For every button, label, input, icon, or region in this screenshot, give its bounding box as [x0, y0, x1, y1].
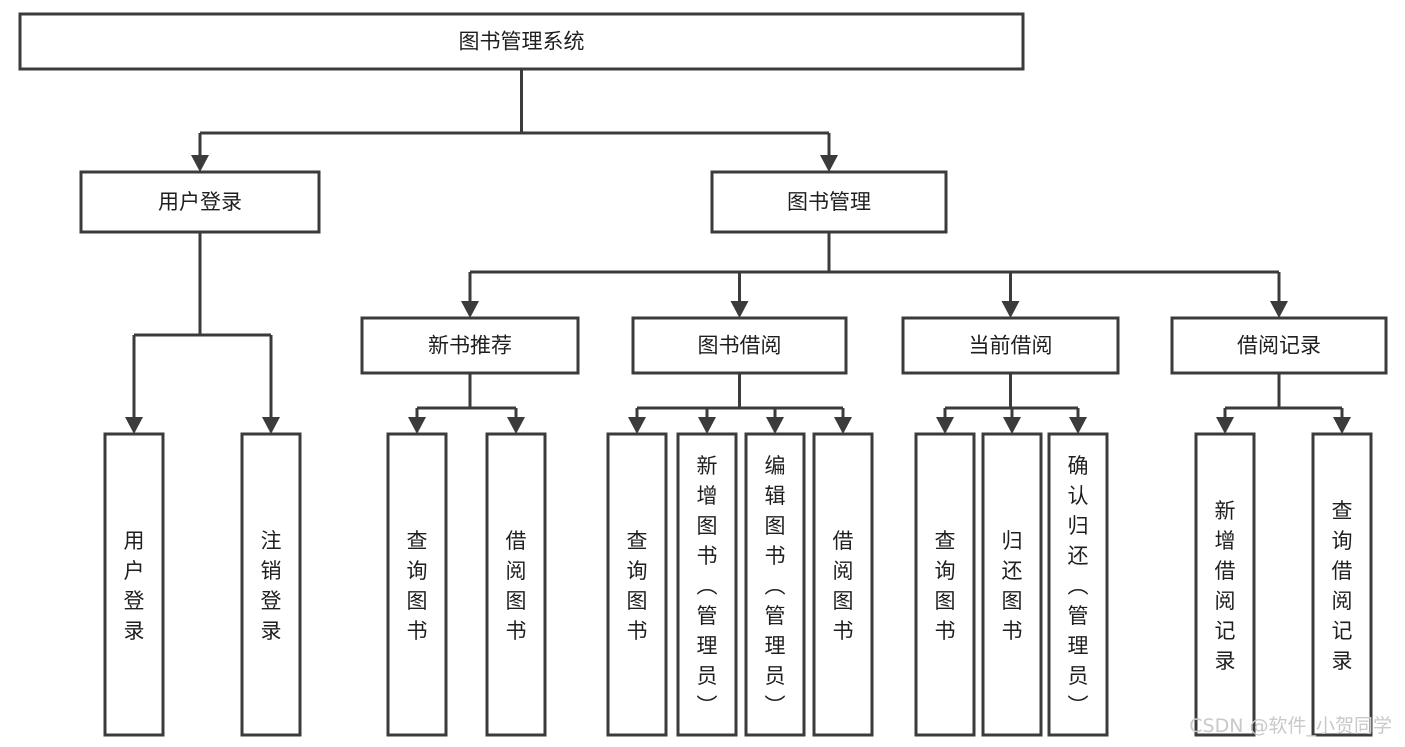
leaf-node-0-用户登录[interactable]: 用户登录 [103, 432, 165, 737]
leaf-node-4-查询图书-label: 查询图书 [627, 529, 648, 643]
leaf-node-3-借阅图书[interactable]: 借阅图书 [485, 432, 547, 737]
leaf-node-7-借阅图书-box[interactable] [812, 432, 874, 737]
level2-node-图书借阅-label: 图书借阅 [698, 334, 782, 358]
leaf-node-5-新增图书管理员-box[interactable] [676, 432, 738, 737]
level2-node-新书推荐-label: 新书推荐 [428, 334, 512, 358]
leaf-node-3-借阅图书-box[interactable] [485, 432, 547, 737]
root-node-图书管理系统[interactable]: 图书管理系统 [18, 12, 1025, 71]
leaf-node-12-查询借阅记录[interactable]: 查询借阅记录 [1311, 432, 1373, 737]
leaf-node-2-查询图书-box[interactable] [386, 432, 448, 737]
level1-node-用户登录-box[interactable] [79, 170, 321, 234]
leaf-node-10-确认归还管理员-box[interactable] [1047, 432, 1109, 737]
arrow-图书借阅-查询图书 [628, 417, 646, 434]
leaf-node-1-注销登录[interactable]: 注销登录 [240, 432, 302, 737]
leaf-node-8-查询图书-label: 查询图书 [935, 529, 956, 643]
arrow-userlogin-用户登录 [125, 417, 143, 434]
root-node-图书管理系统-box[interactable] [18, 12, 1025, 71]
connectors-layer [125, 69, 1351, 434]
arrow-userlogin-注销登录 [262, 417, 280, 434]
leaf-node-5-新增图书管理员[interactable]: 新增图书︵管理员︶ [676, 432, 738, 737]
leaf-node-10-确认归还管理员[interactable]: 确认归还︵管理员︶ [1047, 432, 1109, 737]
boxes-layer: 图书管理系统用户登录图书管理新书推荐图书借阅当前借阅借阅记录用户登录注销登录查询… [18, 12, 1388, 737]
level1-node-图书管理[interactable]: 图书管理 [710, 170, 948, 234]
arrow-图书借阅-新增图书管理员 [698, 417, 716, 434]
arrow-bookmgmt-当前借阅 [1001, 301, 1020, 318]
level1-node-图书管理-label: 图书管理 [787, 190, 871, 214]
arrow-图书借阅-借阅图书 [834, 417, 852, 434]
leaf-node-4-查询图书[interactable]: 查询图书 [606, 432, 668, 737]
arrow-bookmgmt-图书借阅 [730, 301, 749, 318]
leaf-node-10-确认归还管理员-label: 确认归还︵管理员︶ [1068, 454, 1089, 718]
level2-node-图书借阅[interactable]: 图书借阅 [631, 316, 848, 375]
csdn-watermark: CSDN @软件_小贺同学 [1189, 715, 1392, 737]
arrow-bookmgmt-借阅记录 [1270, 301, 1288, 318]
leaf-node-9-归还图书-box[interactable] [981, 432, 1043, 737]
arrow-当前借阅-查询图书 [936, 417, 954, 434]
leaf-node-0-用户登录-label: 用户登录 [124, 529, 145, 643]
leaf-node-8-查询图书-box[interactable] [914, 432, 976, 737]
leaf-node-2-查询图书-label: 查询图书 [407, 529, 428, 643]
leaf-node-11-新增借阅记录-label: 新增借阅记录 [1215, 499, 1236, 673]
arrow-bookmgmt-新书推荐 [461, 301, 479, 318]
leaf-node-6-编辑图书管理员-label: 编辑图书︵管理员︶ [765, 454, 786, 718]
level2-node-借阅记录-box[interactable] [1170, 316, 1388, 375]
level2-node-借阅记录[interactable]: 借阅记录 [1170, 316, 1388, 375]
arrow-借阅记录-查询借阅记录 [1333, 417, 1351, 434]
level1-node-用户登录[interactable]: 用户登录 [79, 170, 321, 234]
leaf-node-2-查询图书[interactable]: 查询图书 [386, 432, 448, 737]
arrow-图书借阅-编辑图书管理员 [766, 417, 784, 434]
root-node-图书管理系统-label: 图书管理系统 [459, 30, 585, 54]
leaf-node-7-借阅图书-label: 借阅图书 [833, 529, 854, 643]
level1-node-用户登录-label: 用户登录 [158, 190, 242, 214]
leaf-node-3-借阅图书-label: 借阅图书 [506, 529, 527, 643]
arrow-当前借阅-归还图书 [1003, 417, 1021, 434]
level2-node-新书推荐[interactable]: 新书推荐 [360, 316, 580, 375]
leaf-node-12-查询借阅记录-label: 查询借阅记录 [1332, 499, 1353, 673]
leaf-node-12-查询借阅记录-box[interactable] [1311, 432, 1373, 737]
leaf-node-1-注销登录-box[interactable] [240, 432, 302, 737]
leaf-node-11-新增借阅记录[interactable]: 新增借阅记录 [1194, 432, 1256, 737]
arrow-新书推荐-借阅图书 [507, 417, 525, 434]
arrow-root-to-用户登录 [191, 155, 209, 172]
level2-node-借阅记录-label: 借阅记录 [1237, 334, 1321, 358]
level1-node-图书管理-box[interactable] [710, 170, 948, 234]
level2-node-当前借阅[interactable]: 当前借阅 [901, 316, 1120, 375]
leaf-node-6-编辑图书管理员[interactable]: 编辑图书︵管理员︶ [744, 432, 806, 737]
arrow-root-to-图书管理 [820, 155, 838, 172]
leaf-node-4-查询图书-box[interactable] [606, 432, 668, 737]
leaf-node-6-编辑图书管理员-box[interactable] [744, 432, 806, 737]
arrow-借阅记录-新增借阅记录 [1216, 417, 1234, 434]
leaf-node-0-用户登录-box[interactable] [103, 432, 165, 737]
arrow-新书推荐-查询图书 [408, 417, 426, 434]
leaf-node-11-新增借阅记录-box[interactable] [1194, 432, 1256, 737]
leaf-node-8-查询图书[interactable]: 查询图书 [914, 432, 976, 737]
leaf-node-9-归还图书[interactable]: 归还图书 [981, 432, 1043, 737]
arrow-当前借阅-确认归还管理员 [1069, 417, 1087, 434]
level2-node-当前借阅-box[interactable] [901, 316, 1120, 375]
level2-node-图书借阅-box[interactable] [631, 316, 848, 375]
leaf-node-1-注销登录-label: 注销登录 [261, 529, 282, 643]
level2-node-新书推荐-box[interactable] [360, 316, 580, 375]
leaf-node-9-归还图书-label: 归还图书 [1002, 529, 1023, 643]
leaf-node-5-新增图书管理员-label: 新增图书︵管理员︶ [697, 454, 718, 718]
level2-node-当前借阅-label: 当前借阅 [969, 334, 1053, 358]
leaf-node-7-借阅图书[interactable]: 借阅图书 [812, 432, 874, 737]
